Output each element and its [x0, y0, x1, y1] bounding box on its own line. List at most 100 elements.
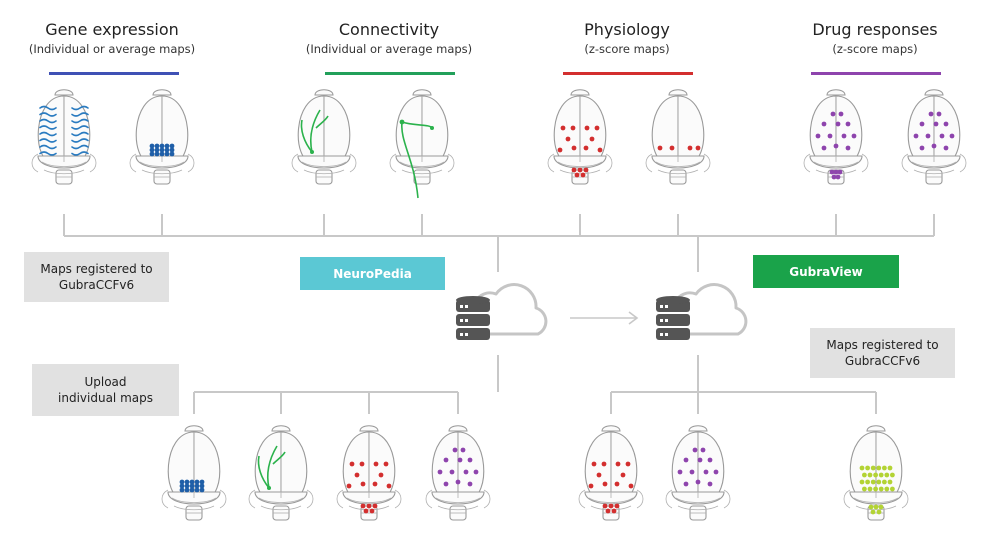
expression-dot [437, 469, 443, 475]
expression-dot [184, 487, 190, 493]
database-led [460, 305, 463, 308]
left-hemisphere [584, 431, 612, 499]
expression-dot [602, 503, 608, 509]
category-bar-connectivity [325, 72, 455, 75]
expression-dot [919, 121, 925, 127]
expression-dot [831, 174, 837, 180]
expression-dot [925, 133, 931, 139]
olfactory [668, 89, 688, 96]
olfactory [359, 425, 379, 432]
expression-stripe [39, 131, 57, 137]
brain-icon [425, 425, 491, 521]
brain-details [425, 432, 491, 514]
expression-dot [829, 169, 835, 175]
box-line: GubraCCFv6 [58, 278, 135, 292]
expression-dot [369, 508, 375, 514]
expression-stripes [39, 105, 89, 156]
database-top [456, 296, 490, 304]
brain-icon [161, 425, 227, 521]
expression-dot [873, 486, 878, 492]
expression-dot [845, 121, 851, 127]
cloud-outline [472, 283, 548, 336]
olfactory [924, 89, 944, 96]
expression-dot [571, 145, 577, 151]
expression-dot [862, 486, 867, 492]
expression-dot [873, 472, 878, 478]
right-hemisphere [933, 95, 961, 163]
right-hemisphere [421, 95, 449, 163]
expression-dot [876, 479, 882, 485]
expression-stripe [71, 151, 89, 156]
brain-icon [578, 425, 644, 521]
brain-details [843, 432, 909, 514]
expression-dot [194, 487, 200, 493]
expression-dot [821, 121, 827, 127]
expression-dot [865, 479, 870, 485]
database-disk [656, 328, 690, 340]
gubraview-badge[interactable]: GubraView [753, 255, 899, 288]
cerebellum-fold [911, 161, 957, 167]
category-connectivity: Connectivity (Individual or average maps… [274, 20, 504, 57]
expression-dot [837, 169, 843, 175]
cerebellum-fold [435, 497, 481, 503]
expression-stripe [39, 105, 57, 111]
tract [266, 445, 278, 489]
cerebellum-fold [303, 169, 345, 175]
olfactory [448, 425, 468, 432]
olfactory [314, 89, 334, 96]
expression-dot [194, 483, 200, 489]
expression-dot [873, 504, 879, 510]
brain-details [248, 432, 314, 514]
expression-dot [570, 125, 576, 131]
olfactory [184, 425, 204, 432]
paraflocculus [447, 153, 455, 173]
expression-dot [372, 503, 378, 509]
left-hemisphere [651, 95, 679, 163]
expression-dot [833, 143, 839, 149]
expression-dot [189, 483, 195, 489]
expression-dot [695, 479, 701, 485]
expression-dot [583, 167, 589, 173]
expression-dot [928, 111, 934, 117]
expression-stripe [39, 118, 57, 124]
paraflocculus [959, 153, 967, 173]
paraflocculus [901, 153, 909, 173]
expression-dot [164, 143, 170, 149]
paraflocculus [389, 153, 397, 173]
expression-dot [878, 504, 884, 510]
category-gene-expression: Gene expression (Individual or average m… [0, 20, 227, 57]
expression-stripe [71, 125, 89, 130]
cerebellum-fold [590, 505, 632, 511]
paraflocculus [723, 489, 731, 509]
brain-icon [901, 89, 967, 185]
expression-stripe [39, 151, 57, 156]
box-line: Maps registered to [40, 262, 153, 276]
database-led [460, 319, 463, 322]
cerebellum-fold [401, 169, 443, 175]
expression-dot [463, 469, 469, 475]
expression-dot [697, 457, 703, 463]
box-line: Upload [84, 375, 127, 389]
expression-dot [862, 472, 867, 478]
arrow-right-icon [570, 311, 639, 325]
brain-details [901, 96, 967, 178]
expression-dot [594, 125, 600, 131]
database-led [660, 305, 663, 308]
expression-dot [614, 481, 620, 487]
expression-stripe [71, 138, 89, 143]
cloud-outline [672, 283, 748, 336]
expression-dot [608, 503, 614, 509]
expression-stripe [39, 144, 57, 150]
expression-dot [876, 465, 882, 471]
cerebellum-fold [855, 505, 897, 511]
expression-dot [164, 151, 170, 157]
paraflocculus [336, 489, 344, 509]
neuropedia-badge[interactable]: NeuroPedia [300, 257, 445, 290]
injection-site [310, 150, 314, 154]
expression-dot [169, 143, 175, 149]
expression-dot [605, 508, 611, 514]
expression-dot [583, 145, 589, 151]
expression-dot [557, 147, 563, 153]
cerebellum-fold [173, 505, 215, 511]
